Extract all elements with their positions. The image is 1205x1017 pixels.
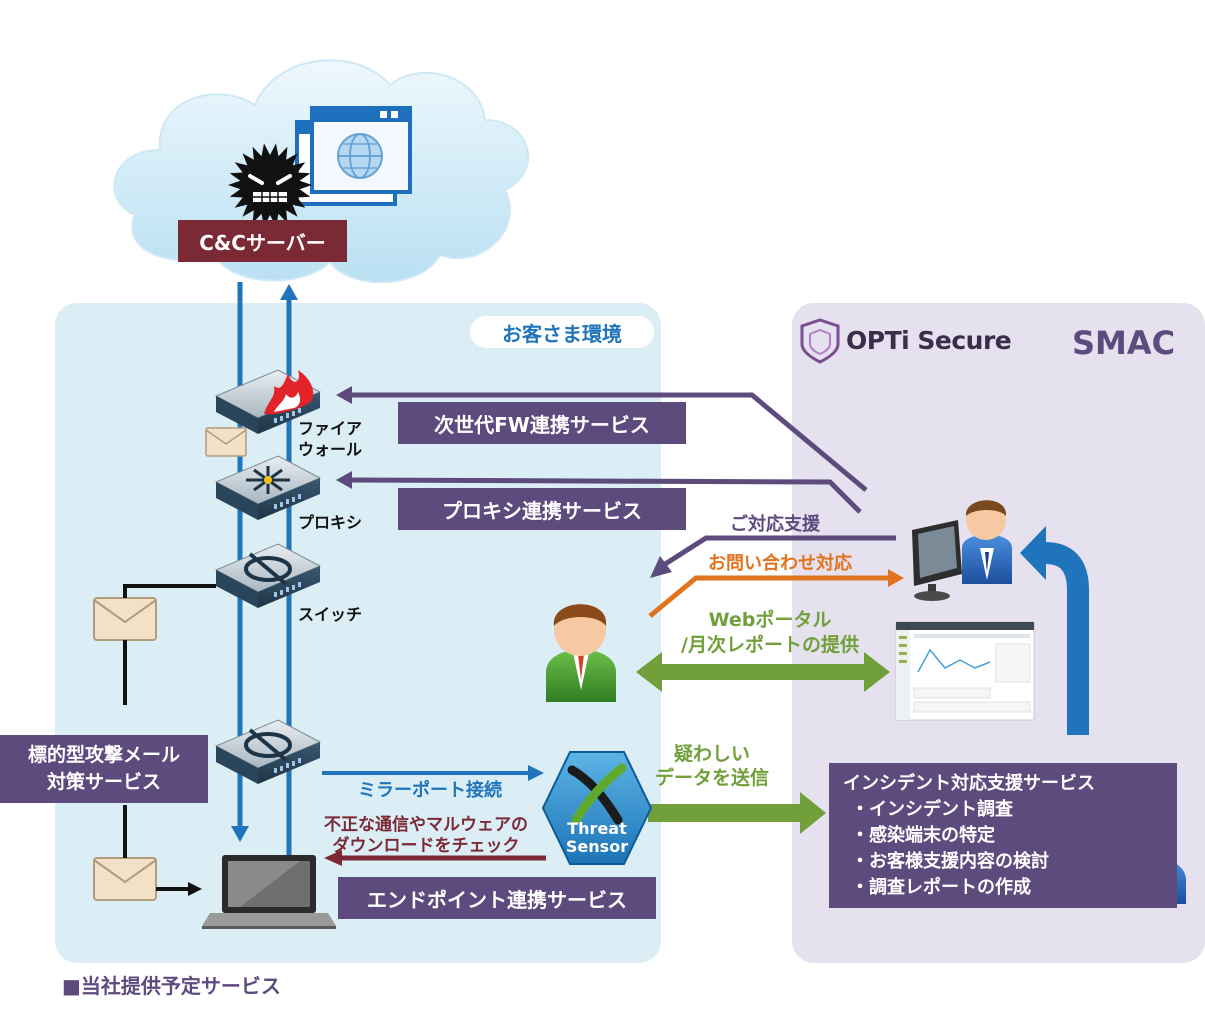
next-gen-fw-arrow (336, 386, 868, 492)
mail-icon (93, 597, 157, 641)
mirror-port-label: ミラーポート接続 (358, 780, 502, 801)
inquiry-arrow (648, 569, 904, 618)
send-suspicious-label: 疑わしい データを送信 (654, 743, 769, 789)
targeted-mail-service: 標的型攻撃メール 対策サービス (0, 735, 208, 803)
check-arrow (324, 850, 546, 866)
customer-env-label: お客さま環境 (470, 316, 654, 348)
smac-label: SMAC (1072, 324, 1176, 362)
portal-arrow (636, 652, 890, 692)
incident-item: ・感染端末の特定 (851, 825, 995, 846)
threat-sensor-icon (541, 751, 653, 865)
web-portal-screenshot (895, 621, 1035, 721)
mirror-port-arrow (322, 765, 544, 781)
proxy-arrow (336, 471, 862, 514)
footer-note: ■当社提供予定サービス (62, 974, 281, 998)
mail-icon (205, 427, 247, 457)
malware-icon (228, 143, 312, 227)
mail-icon (93, 857, 157, 901)
inquiry-label: お問い合わせ対応 (708, 553, 852, 574)
incident-title: インシデント対応支援サービス (843, 773, 1095, 794)
support-label: ご対応支援 (730, 514, 820, 535)
escalation-arrow (1020, 526, 1089, 735)
opti-secure-logo-icon (800, 318, 840, 364)
mail-routing-lines (123, 584, 216, 891)
support-arrow (650, 535, 896, 578)
portal-label: Webポータル /月次レポートの提供 (681, 609, 859, 656)
send-data-arrow (648, 792, 826, 834)
laptop-icon (202, 855, 336, 929)
switch-icon (214, 543, 322, 608)
next-gen-fw-service: 次世代FW連携サービス (398, 402, 686, 444)
mail-arrow-head (188, 882, 202, 896)
opti-secure-brand: OPTi Secure (846, 326, 1012, 355)
incident-item: ・インシデント調査 (851, 799, 1013, 820)
cc-server-label: C&Cサーバー (178, 220, 347, 262)
threat-sensor-label: Threat Sensor (550, 820, 644, 856)
customer-person-icon (546, 604, 616, 702)
incident-item: ・調査レポートの作成 (851, 877, 1031, 898)
incident-item: ・お客様支援内容の検討 (851, 851, 1049, 872)
mirror-switch-icon (214, 719, 322, 784)
switch-label: スイッチ (298, 605, 363, 624)
proxy-service: プロキシ連携サービス (398, 488, 686, 530)
incident-service-box: インシデント対応支援サービス ・インシデント調査 ・感染端末の特定 ・お客様支援… (829, 763, 1177, 908)
browser-window-icon (295, 106, 412, 206)
firewall-label: ファイア ウォール (298, 419, 363, 459)
firewall-icon (214, 369, 322, 434)
threat-sensor-line2: Sensor (565, 837, 629, 856)
endpoint-service: エンドポイント連携サービス (338, 877, 656, 919)
threat-sensor-line1: Threat (567, 819, 627, 838)
proxy-label: プロキシ (298, 513, 363, 532)
check-label: 不正な通信やマルウェアの ダウンロードをチェック (324, 815, 528, 856)
operator-icon (912, 500, 1012, 601)
proxy-icon (214, 455, 322, 520)
